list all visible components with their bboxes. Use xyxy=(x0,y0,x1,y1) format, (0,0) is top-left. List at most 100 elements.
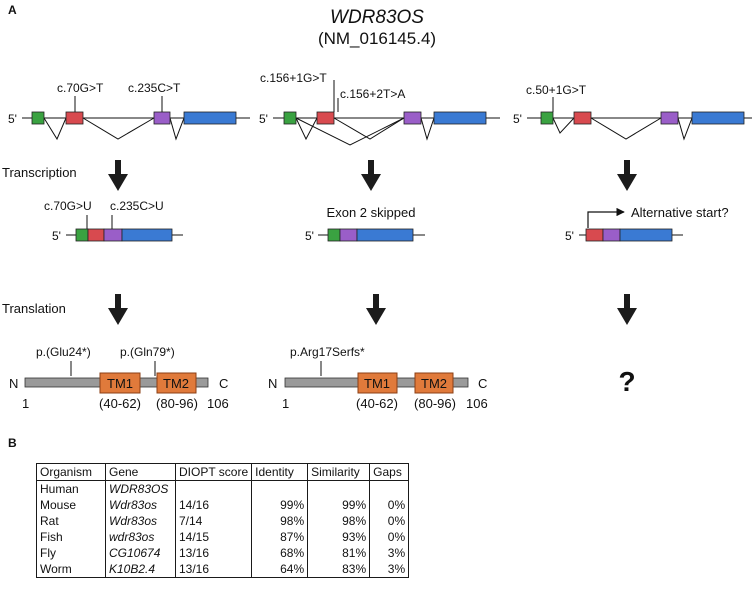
variant-label: c.50+1G>T xyxy=(526,83,587,97)
table-row: Fly CG10674 13/16 68% 81% 3% xyxy=(36,545,410,561)
gene-cell: wdr83os xyxy=(105,529,176,545)
tm2-domain xyxy=(156,372,197,394)
end-position: 106 xyxy=(466,396,488,411)
start-position: 1 xyxy=(282,396,289,411)
mrna-model-2: Exon 2 skipped 5' xyxy=(305,205,425,243)
similarity-cell: 81% xyxy=(307,545,371,561)
organism-cell: Rat xyxy=(36,513,106,529)
table-row: Human WDR83OS xyxy=(36,480,410,497)
gene-model-2: 5' c.156+1G>T c.156+2T>A xyxy=(259,71,500,146)
table-row: Fish wdr83os 14/15 87% 93% 0% xyxy=(36,529,410,545)
tm2-range: (80-96) xyxy=(414,396,456,411)
organism-cell: Mouse xyxy=(36,497,106,513)
exon-1 xyxy=(31,111,45,125)
end-position: 106 xyxy=(207,396,229,411)
gaps-cell: 0% xyxy=(369,529,410,545)
tm1-range: (40-62) xyxy=(99,396,141,411)
tm1-range: (40-62) xyxy=(356,396,398,411)
tm1-domain xyxy=(99,372,141,394)
gene-model-1: 5' c.70G>T c.235C>T xyxy=(8,81,250,141)
transcription-label: Transcription xyxy=(2,165,77,180)
similarity-cell: 99% xyxy=(307,497,371,513)
tm1-label: TM1 xyxy=(107,376,133,391)
start-site-arrow-icon xyxy=(587,207,625,228)
five-prime-label: 5' xyxy=(565,229,574,243)
organism-cell: Worm xyxy=(36,561,106,578)
organism-cell: Fish xyxy=(36,529,106,545)
down-arrow-icon xyxy=(361,160,381,191)
tm1-label: TM1 xyxy=(364,376,390,391)
table-header-row: Organism Gene DIOPT score Identity Simil… xyxy=(36,463,410,481)
gene-cell: K10B2.4 xyxy=(105,561,176,578)
five-prime-label: 5' xyxy=(8,112,17,126)
similarity-cell: 93% xyxy=(307,529,371,545)
exon-2 xyxy=(65,111,84,125)
tm2-label: TM2 xyxy=(163,376,189,391)
variant-label: c.156+2T>A xyxy=(340,87,405,101)
gene-title: WDR83OS xyxy=(330,7,424,28)
panel-b-label: B xyxy=(8,436,17,450)
variant-label: c.156+1G>T xyxy=(260,71,327,85)
n-terminus-label: N xyxy=(9,376,18,391)
header-identity: Identity xyxy=(251,463,309,481)
protein-variant-label: p.(Glu24*) xyxy=(36,345,91,359)
down-arrow-icon xyxy=(617,160,637,191)
gene-cell: Wdr83os xyxy=(105,513,176,529)
c-terminus-label: C xyxy=(478,376,487,391)
organism-cell: Fly xyxy=(36,545,106,561)
gaps-cell: 3% xyxy=(369,561,410,578)
gaps-cell: 0% xyxy=(369,513,410,529)
variant-label: c.70G>T xyxy=(57,81,104,95)
transcript-id: (NM_016145.4) xyxy=(318,29,436,48)
diopt-cell: 7/14 xyxy=(174,513,253,529)
down-arrow-icon xyxy=(366,294,386,325)
five-prime-label: 5' xyxy=(52,229,61,243)
mrna-model-1: c.70G>U c.235C>U 5' xyxy=(44,199,183,243)
gene-cell: CG10674 xyxy=(105,545,176,561)
c-terminus-label: C xyxy=(219,376,228,391)
mrna-model-3: Alternative start? 5' xyxy=(565,205,729,243)
identity-cell: 99% xyxy=(251,497,309,513)
orthologs-table: Organism Gene DIOPT score Identity Simil… xyxy=(36,463,410,578)
exon-4 xyxy=(183,111,237,125)
diopt-cell xyxy=(174,480,253,497)
header-similarity: Similarity xyxy=(307,463,371,481)
protein-model-2: p.Arg17Serfs* N TM1 TM2 C 1 (40-62) (80-… xyxy=(268,345,488,411)
figure-panel-a: A WDR83OS (NM_016145.4) Transcription Tr… xyxy=(2,3,752,450)
rna-note: Alternative start? xyxy=(631,205,729,220)
similarity-cell: 83% xyxy=(307,561,371,578)
exon-3 xyxy=(153,111,171,125)
organism-cell: Human xyxy=(36,480,106,497)
tm1-domain xyxy=(357,372,398,394)
gaps-cell xyxy=(369,480,410,497)
identity-cell: 64% xyxy=(251,561,309,578)
protein-model-1: p.(Glu24*) p.(Gln79*) N TM1 TM2 C 1 (40-… xyxy=(9,345,229,411)
similarity-cell xyxy=(307,480,371,497)
five-prime-label: 5' xyxy=(305,229,314,243)
table-row: Rat Wdr83os 7/14 98% 98% 0% xyxy=(36,513,410,529)
diopt-cell: 14/15 xyxy=(174,529,253,545)
tm2-domain xyxy=(414,372,454,394)
protein-variant-label: p.(Gln79*) xyxy=(120,345,175,359)
gaps-cell: 3% xyxy=(369,545,410,561)
identity-cell xyxy=(251,480,309,497)
gene-model-3: 5' c.50+1G>T xyxy=(513,83,752,141)
start-position: 1 xyxy=(22,396,29,411)
n-terminus-label: N xyxy=(268,376,277,391)
similarity-cell: 98% xyxy=(307,513,371,529)
translation-label: Translation xyxy=(2,301,66,316)
header-diopt-score: DIOPT score xyxy=(174,463,253,481)
identity-cell: 98% xyxy=(251,513,309,529)
header-gene: Gene xyxy=(105,463,176,481)
table-row: Worm K10B2.4 13/16 64% 83% 3% xyxy=(36,561,410,578)
five-prime-label: 5' xyxy=(259,112,268,126)
gaps-cell: 0% xyxy=(369,497,410,513)
gene-cell: WDR83OS xyxy=(105,480,176,497)
table-row: Mouse Wdr83os 14/16 99% 99% 0% xyxy=(36,497,410,513)
unknown-outcome-mark: ? xyxy=(618,366,635,397)
panel-a-label: A xyxy=(8,3,17,17)
identity-cell: 87% xyxy=(251,529,309,545)
diopt-cell: 14/16 xyxy=(174,497,253,513)
tm2-range: (80-96) xyxy=(156,396,198,411)
rna-variant-label: c.235C>U xyxy=(110,199,164,213)
